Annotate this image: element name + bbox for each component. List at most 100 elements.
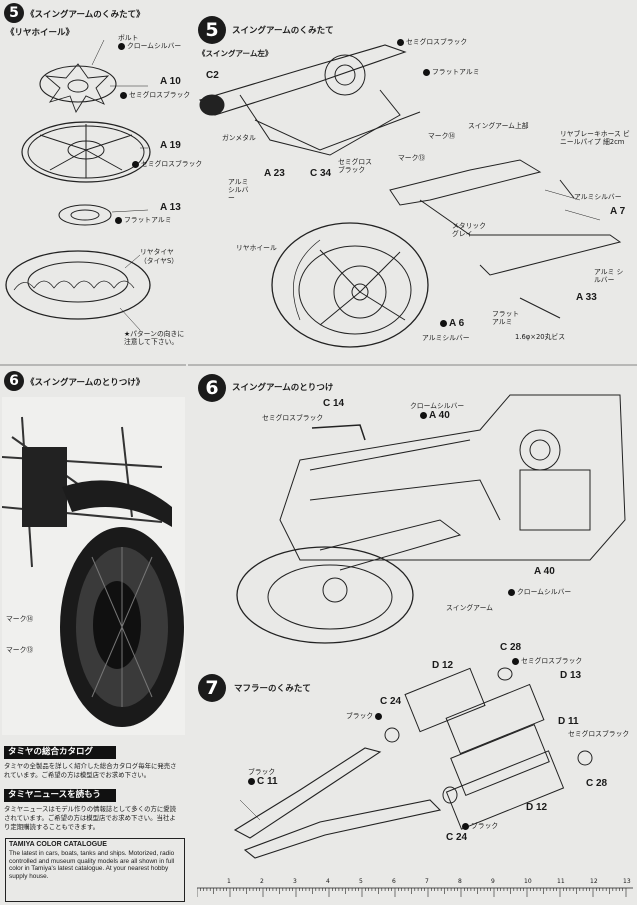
label-chrome-silver-2: クロームシルバー: [508, 588, 571, 596]
ruler-ticks: [197, 887, 633, 897]
label-swingarm: スイングアーム: [446, 604, 493, 612]
part-c24-top: C 24: [380, 696, 402, 707]
step-5-right-number: 5: [198, 16, 226, 44]
label-flat-alu-top: フラットアルミ: [423, 68, 480, 76]
ruler-number: 1: [227, 878, 231, 885]
photo-mark13: マーク⑬: [6, 646, 34, 654]
part-c2: C2: [206, 70, 219, 81]
step-7-title: マフラーのくみたて: [234, 684, 311, 694]
photo-art: [2, 397, 185, 735]
paint-dot-icon: [375, 712, 383, 720]
paint-dot-icon: [423, 68, 430, 76]
label-gunmetal: ガンメタル: [222, 134, 256, 142]
part-a10: A 10: [160, 76, 181, 87]
paint-dot-icon: [462, 822, 469, 830]
news-text: タミヤニュースはモデル作りの情報誌として多くの方に愛読されています。ご希望の方は…: [4, 805, 177, 831]
label-alu-silver-2: アルミシルバー: [574, 193, 622, 201]
ruler-number: 4: [326, 878, 330, 885]
news-heading: タミヤニュースを読もう: [4, 789, 116, 802]
paint-dot-icon: [512, 657, 519, 665]
label-brake-hose: リヤブレーキホース ビニールパイプ 細2cm: [560, 130, 630, 146]
ruler-number: 2: [260, 878, 264, 885]
part-a33: A 33: [576, 292, 597, 303]
label-chrome-silver-a40: クロームシルバー: [410, 402, 465, 410]
ruler-number: 11: [557, 878, 565, 885]
label-mark14: マーク⑭: [428, 132, 456, 140]
label-flat-alu: フラットアルミ: [115, 216, 172, 224]
color-catalogue-title: TAMIYA COLOR CATALOGUE: [9, 841, 107, 848]
part-d12-top: D 12: [432, 660, 454, 671]
ruler-number: 13: [623, 878, 631, 885]
muffler-assembly: [233, 667, 593, 859]
label-semigloss-c14: セミグロスブラック: [262, 414, 324, 422]
part-c28-top: C 28: [500, 642, 522, 653]
label-bolt: ボルト: [118, 34, 139, 42]
label-black-bottom: ブラック: [462, 822, 498, 830]
label-alu-silver: アルミ シルバー: [228, 178, 249, 202]
paint-dot-icon: [440, 320, 447, 327]
paint-dot-icon: [115, 216, 122, 224]
step-5-number: 5: [4, 3, 24, 23]
label-semigloss-d11: セミグロスブラック: [568, 730, 630, 738]
paint-dot-icon: [118, 42, 125, 50]
rear-wheel-subtitle: 《リヤホイール》: [6, 28, 75, 38]
label-flat-alu-2: フラット アルミ: [492, 310, 520, 326]
paint-dot-icon: [132, 160, 139, 168]
catalogue-text: タミヤの全製品を詳しく紹介した総合カタログ毎年に発売されています。ご希望の方は模…: [4, 762, 177, 779]
catalogue-heading: タミヤの総合カタログ: [4, 746, 116, 759]
step-5-left-title: 《スイングアームのくみたて》: [26, 10, 145, 20]
label-alu-silver-3: アルミ シルバー: [594, 268, 624, 284]
part-a13: A 13: [160, 202, 181, 213]
color-catalogue-box: TAMIYA COLOR CATALOGUE The latest in car…: [5, 838, 185, 902]
label-black-c11: ブラック: [248, 768, 276, 776]
ruler-number: 10: [524, 878, 532, 885]
step-6-right-number: 6: [198, 374, 226, 402]
label-tires: （タイヤS）: [140, 257, 179, 265]
paint-dot-icon: [420, 412, 427, 419]
color-catalogue-text: The latest in cars, boats, tanks and shi…: [9, 850, 175, 880]
step-6-left-title: 《スイングアームのとりつけ》: [26, 378, 145, 388]
swingarm-exploded: [198, 44, 622, 348]
photo-mark14: マーク⑭: [6, 615, 34, 623]
step-6-right-title: スイングアームのとりつけ: [232, 383, 334, 393]
label-semigloss-c28: セミグロスブラック: [512, 657, 582, 665]
part-a7: A 7: [610, 206, 626, 217]
ruler-number: 12: [590, 878, 598, 885]
label-mark13: マーク⑬: [398, 154, 426, 162]
label-metallic-grey: メタリック グレイ: [452, 222, 486, 238]
part-a40-top: A 40: [420, 411, 450, 421]
pattern-note: ★パターンの向きに注意して下さい。: [124, 330, 185, 346]
part-d11: D 11: [558, 716, 579, 727]
part-d12-bottom: D 12: [526, 802, 548, 813]
step-7-number: 7: [198, 674, 226, 702]
ruler-number: 6: [392, 878, 396, 885]
part-a6: A 6: [440, 319, 464, 329]
label-black-c24: ブラック: [346, 712, 384, 720]
label-semigloss-c34: セミグロス ブラック: [338, 158, 372, 174]
ruler-number: 7: [425, 878, 429, 885]
ruler-number: 3: [293, 878, 297, 885]
rear-wheel-exploded: [5, 39, 151, 331]
paint-dot-icon: [120, 91, 127, 99]
ruler-number: 5: [359, 878, 363, 885]
label-alu-silver-4: アルミシルバー: [422, 334, 470, 342]
swingarm-photo: マーク⑭ マーク⑬: [2, 397, 185, 735]
paint-dot-icon: [508, 588, 515, 596]
label-rear-tire: リヤタイヤ: [140, 248, 174, 256]
part-a23: A 23: [264, 168, 285, 179]
swingarm-left-subtitle: 《スイングアーム左》: [198, 49, 273, 58]
part-c24-bottom: C 24: [446, 832, 468, 843]
part-c14: C 14: [323, 398, 345, 409]
label-chrome-silver: クロームシルバー: [118, 42, 181, 50]
ruler-number: 8: [458, 878, 462, 885]
part-a40-bottom: A 40: [534, 566, 555, 577]
label-semigloss-top: セミグロスブラック: [397, 38, 467, 46]
label-rear-wheel: リヤホイール: [236, 244, 277, 252]
ruler-number: 9: [491, 878, 495, 885]
frame-assembly: [236, 394, 626, 644]
label-semigloss-1: セミグロスブラック: [120, 91, 190, 99]
paint-dot-icon: [397, 38, 404, 46]
paint-dot-icon: [248, 778, 255, 785]
